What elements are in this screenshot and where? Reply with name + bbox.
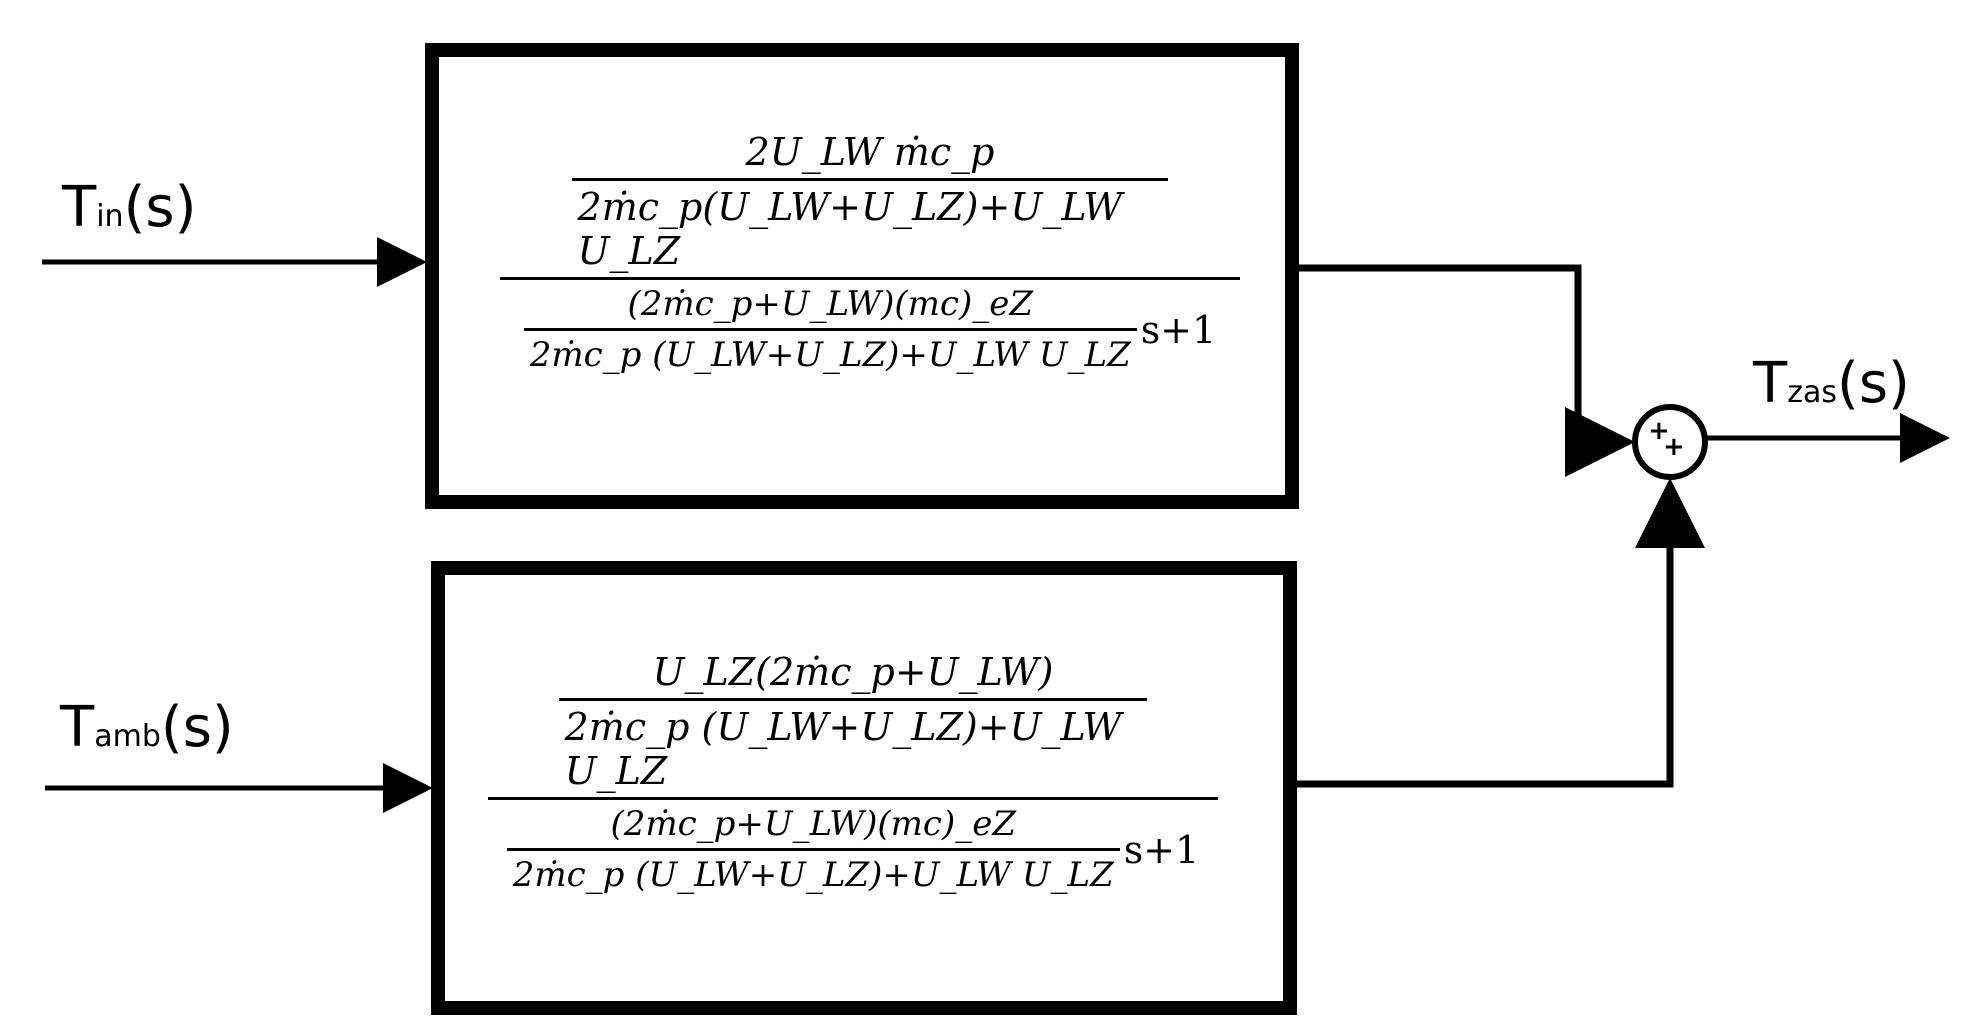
- block-1-main-numerator: 2U_LW ṁc_p 2ṁc_p(U_LW+U_LZ)+U_LW U_LZ: [500, 130, 1240, 277]
- block-1-gain-denominator: 2ṁc_p(U_LW+U_LZ)+U_LW U_LZ: [577, 185, 1123, 273]
- block-2-tail: s+1: [1123, 827, 1200, 872]
- block-1-main-denominator: (2ṁc_p+U_LW)(mc)_eZ 2ṁc_p (U_LW+U_LZ)+U_…: [500, 280, 1240, 375]
- block-2-main-numerator: U_LZ(2ṁc_p+U_LW) 2ṁc_p (U_LW+U_LZ)+U_LW …: [488, 650, 1218, 797]
- input-2-main: T: [60, 695, 95, 760]
- block-2-main-denominator: (2ṁc_p+U_LW)(mc)_eZ 2ṁc_p (U_LW+U_LZ)+U_…: [488, 800, 1218, 895]
- output-main: T: [1753, 351, 1788, 416]
- block-2-tau-denominator: 2ṁc_p (U_LW+U_LZ)+U_LW U_LZ: [512, 855, 1114, 895]
- input-1-label: Tin(s): [62, 180, 196, 236]
- block-1-box: [425, 43, 1299, 509]
- sum-sign-2: +: [1663, 432, 1685, 462]
- block-2-transfer-function: U_LZ(2ṁc_p+U_LW) 2ṁc_p (U_LW+U_LZ)+U_LW …: [488, 650, 1218, 895]
- block-2-gain-denominator: 2ṁc_p (U_LW+U_LZ)+U_LW U_LZ: [564, 705, 1122, 793]
- input-1-arg: (s): [123, 175, 197, 240]
- block-1-tau-numerator: (2ṁc_p+U_LW)(mc)_eZ: [627, 284, 1033, 324]
- block-2-gain-bar: [558, 698, 1148, 701]
- block-2-output-line: [1297, 478, 1705, 788]
- sum-sign-1: +: [1648, 416, 1670, 446]
- block-2-box: [431, 561, 1297, 1015]
- output-label: Tzas(s): [1753, 356, 1910, 412]
- block-1-transfer-function: 2U_LW ṁc_p 2ṁc_p(U_LW+U_LZ)+U_LW U_LZ (2…: [500, 130, 1240, 375]
- input-1-main: T: [62, 175, 97, 240]
- input-2-sub: amb: [94, 719, 161, 754]
- input-1-sub: in: [96, 199, 124, 234]
- output-arg: (s): [1836, 351, 1910, 416]
- block-1-tau-denominator: 2ṁc_p (U_LW+U_LZ)+U_LW U_LZ: [529, 335, 1131, 375]
- block-1-tau-bar: [523, 328, 1137, 331]
- block-1-gain-numerator: 2U_LW ṁc_p: [745, 130, 995, 174]
- block-1-tail: s+1: [1140, 307, 1217, 352]
- block-1-output-line: [1299, 264, 1635, 477]
- input-2-label: Tamb(s): [60, 700, 234, 756]
- block-2-gain-numerator: U_LZ(2ṁc_p+U_LW): [652, 650, 1054, 694]
- block-2-tau-numerator: (2ṁc_p+U_LW)(mc)_eZ: [610, 804, 1016, 844]
- summing-junction: [1632, 404, 1708, 480]
- output-sub: zas: [1787, 375, 1837, 410]
- block-2-tau-bar: [506, 848, 1120, 851]
- block-1-gain-bar: [571, 178, 1169, 181]
- block-2-main-bar: [488, 797, 1218, 800]
- block-1-main-bar: [500, 277, 1240, 280]
- input-2-arg: (s): [160, 695, 234, 760]
